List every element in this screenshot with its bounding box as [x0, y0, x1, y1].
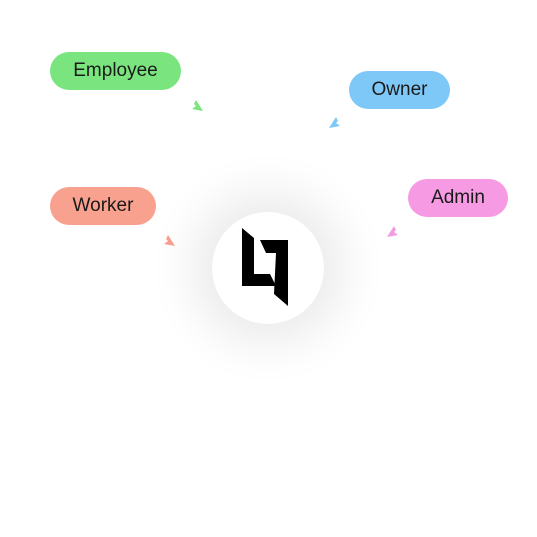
arrow-worker-icon [157, 230, 175, 246]
brand-logo-icon [242, 228, 288, 306]
role-employee-label: Employee [50, 52, 181, 90]
role-worker-label: Worker [50, 187, 156, 225]
logo-right-shape [260, 240, 288, 306]
arrow-employee-icon [185, 95, 203, 111]
central-hub [212, 212, 324, 324]
arrow-admin-icon [387, 221, 405, 237]
role-owner-label: Owner [349, 71, 450, 109]
arrow-owner-icon [329, 112, 347, 128]
role-admin-label: Admin [408, 179, 508, 217]
logo-left-shape [242, 228, 276, 286]
